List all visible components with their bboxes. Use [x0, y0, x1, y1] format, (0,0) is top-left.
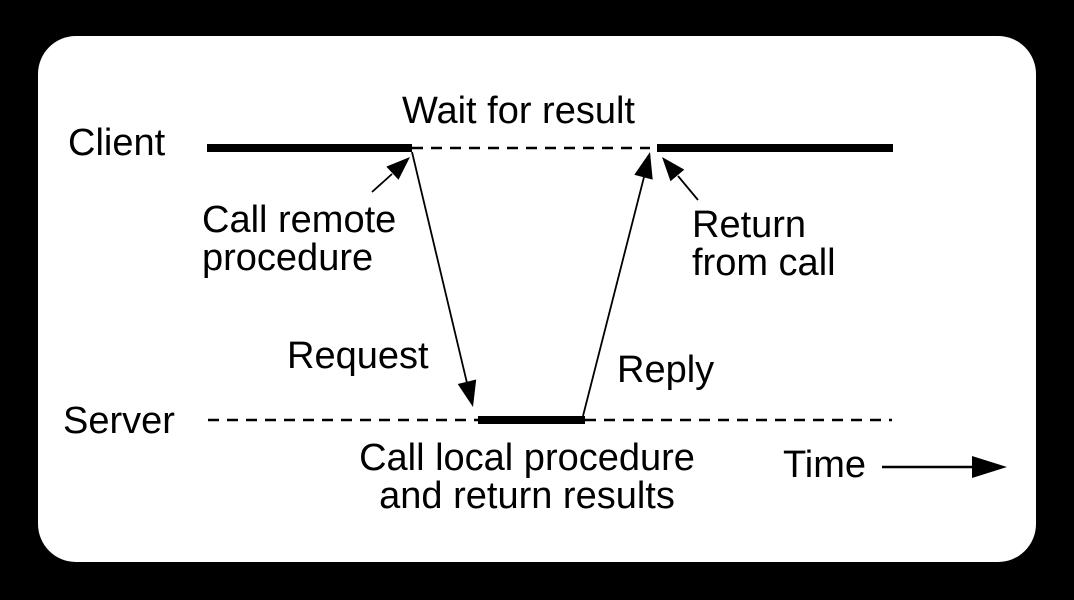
wait-for-result-label: Wait for result: [402, 90, 635, 132]
server-lane-label: Server: [63, 400, 175, 442]
diagram-panel: [38, 36, 1036, 562]
client-lane-label: Client: [68, 122, 166, 164]
call-local-procedure-label: Call local procedure and return results: [359, 437, 695, 517]
call-remote-procedure-label: Call remote procedure: [202, 199, 397, 279]
time-label: Time: [783, 444, 867, 486]
reply-label: Reply: [617, 349, 715, 391]
request-label: Request: [287, 335, 429, 377]
return-from-call-label: Return from call: [692, 204, 836, 284]
